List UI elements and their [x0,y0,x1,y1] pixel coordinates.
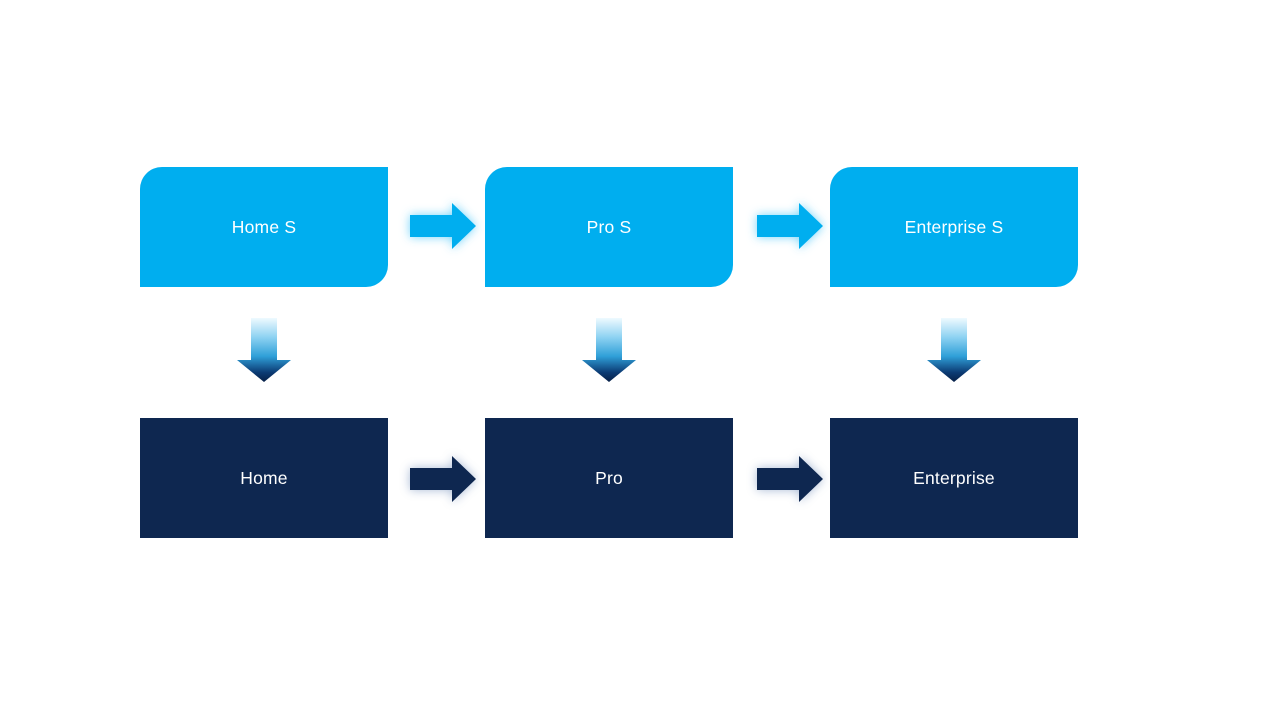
box-label: Pro S [586,216,632,237]
down-arrow-icon [582,318,636,382]
box-label: Pro [595,467,623,488]
box-pro-s: Pro S [485,167,733,287]
right-arrow-icon [757,456,823,502]
right-arrow-icon [757,203,823,249]
box-home: Home [140,418,388,538]
box-pro: Pro [485,418,733,538]
box-label: Enterprise [913,467,995,488]
box-label: Home S [231,216,297,237]
right-arrow-icon [410,203,476,249]
box-enterprise: Enterprise [830,418,1078,538]
box-label: Home [240,467,288,488]
box-enterprise-s: Enterprise S [830,167,1078,287]
right-arrow-icon [410,456,476,502]
box-label: Enterprise S [904,216,1004,237]
down-arrow-icon [237,318,291,382]
down-arrow-icon [927,318,981,382]
box-home-s: Home S [140,167,388,287]
